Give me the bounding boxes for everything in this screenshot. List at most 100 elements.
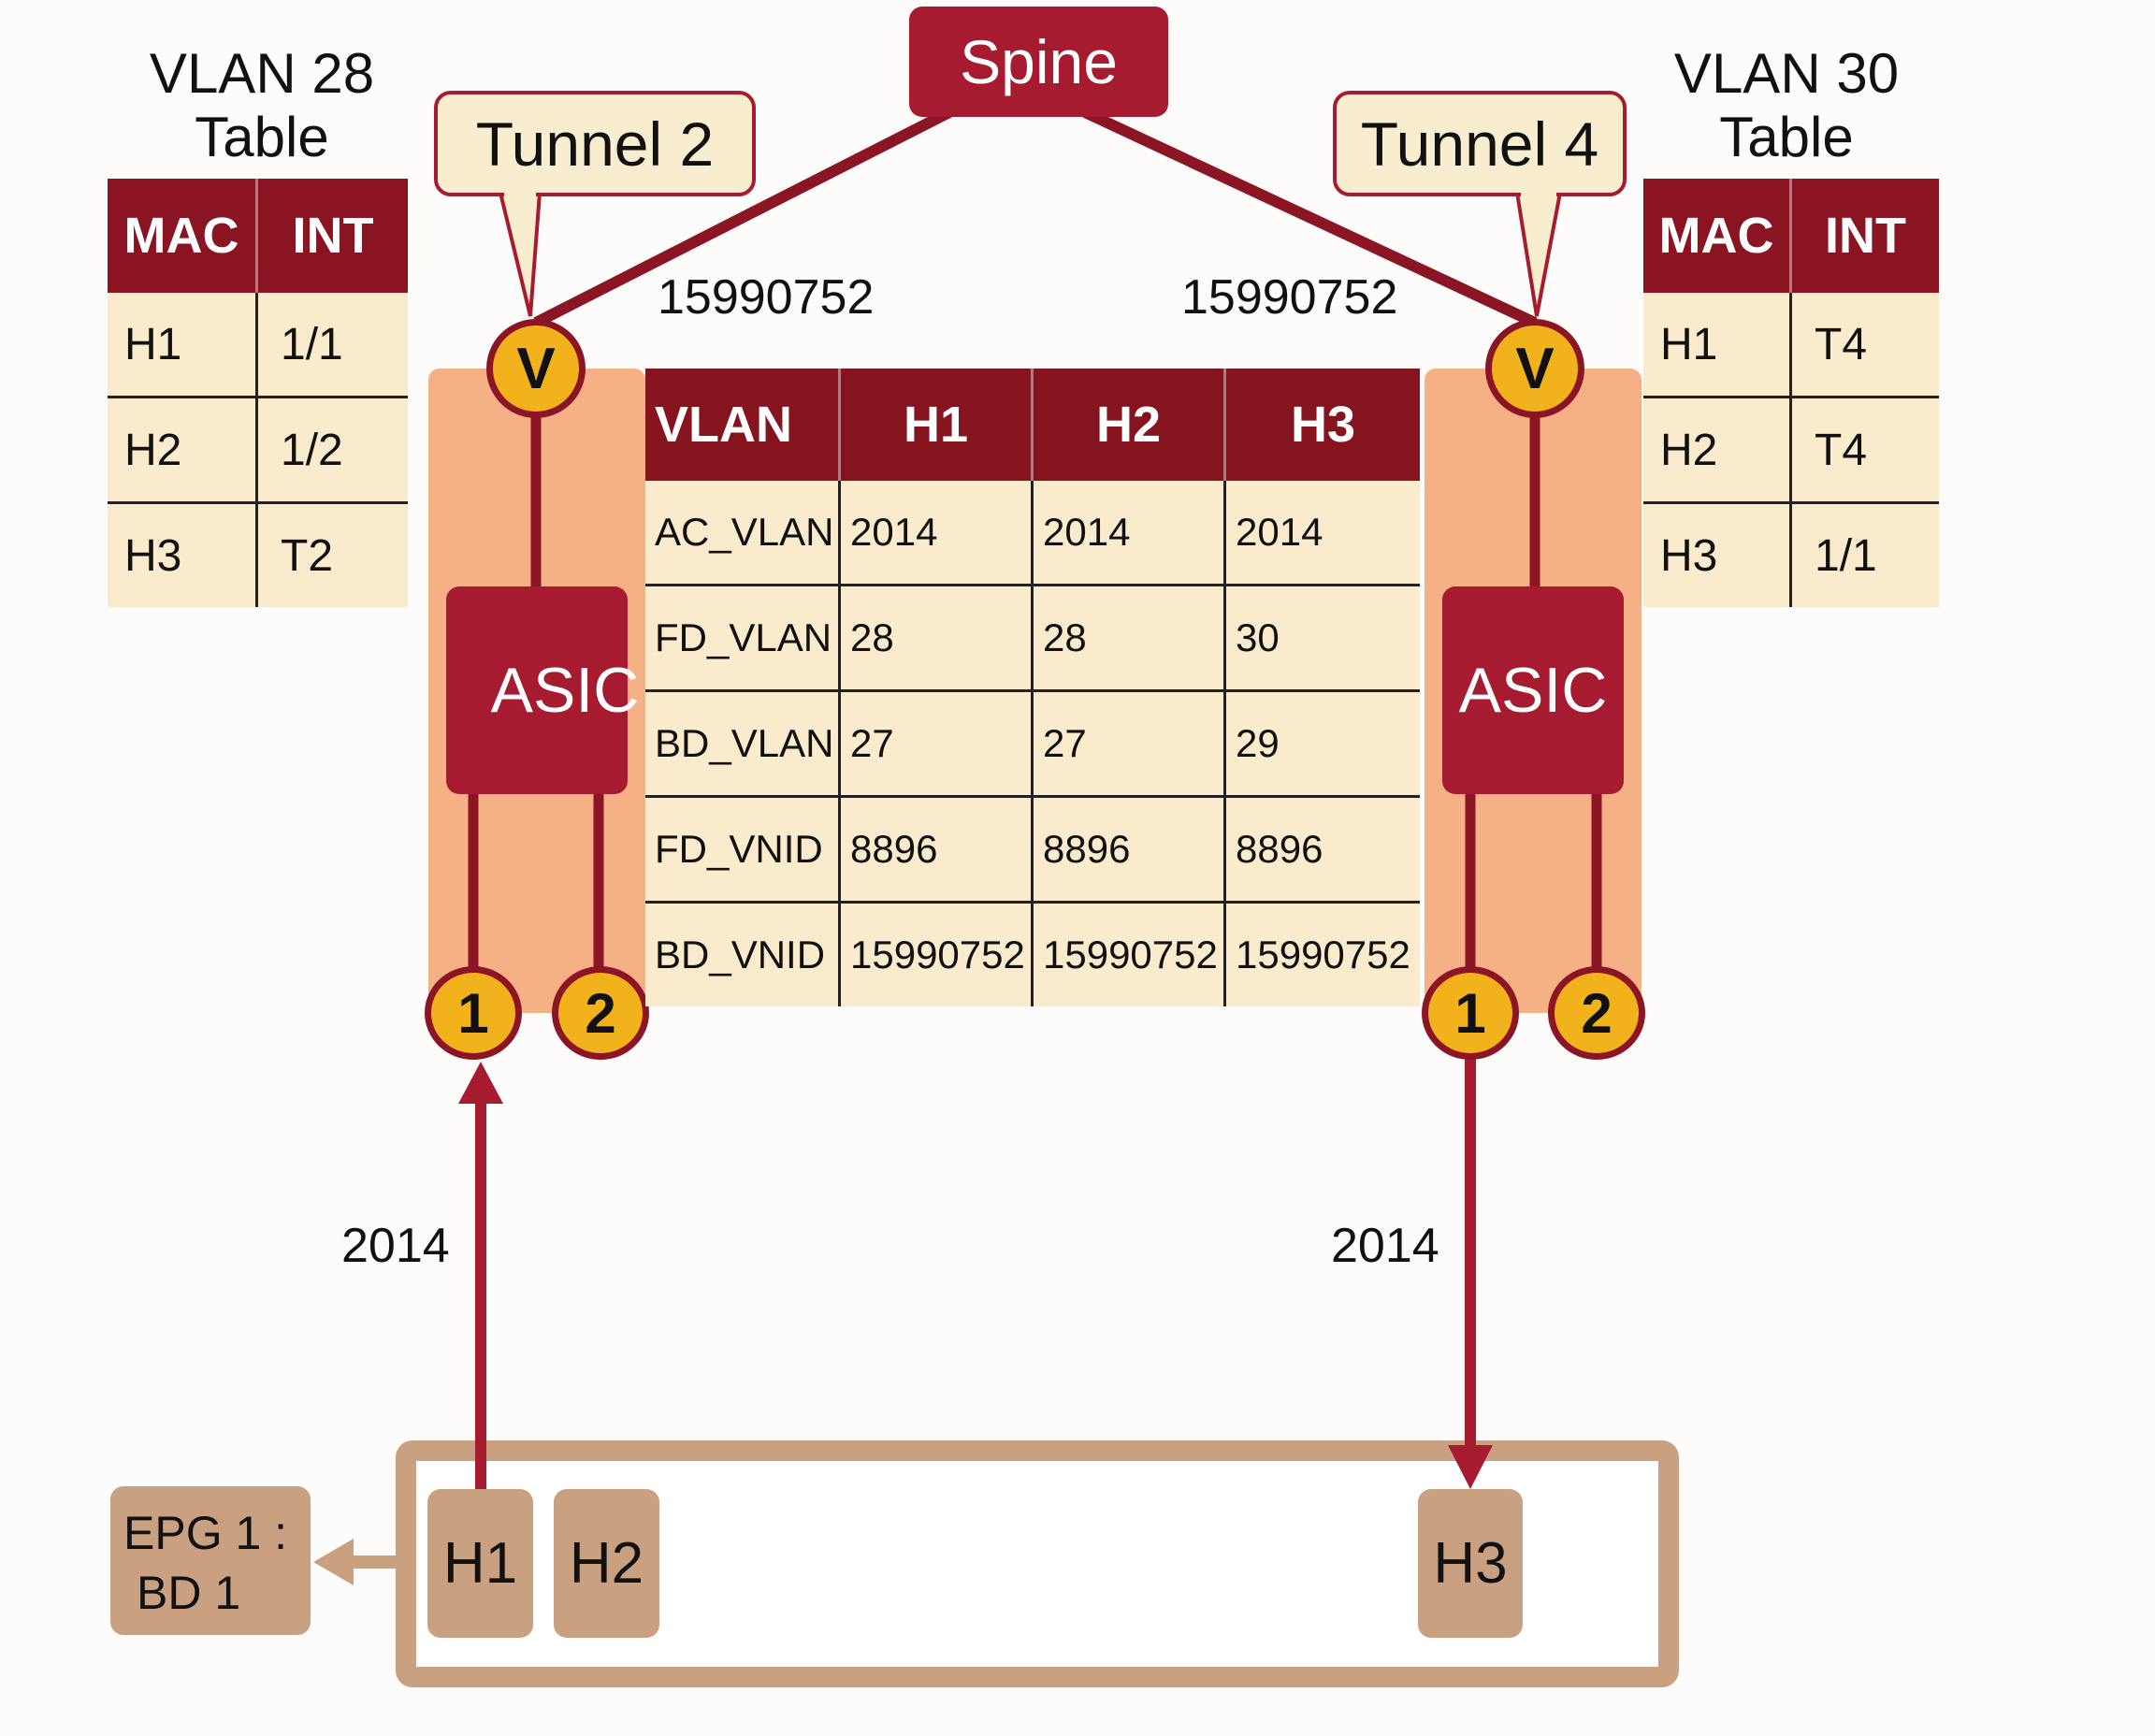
tunnel2-pointer-join (504, 189, 536, 198)
table-row: AC_VLAN 2014 2014 2014 (645, 481, 1420, 586)
header-h2: H2 (1032, 369, 1226, 481)
right-asic: ASIC (1442, 586, 1624, 794)
down-arrowhead-front (1448, 1445, 1493, 1489)
cell-mac: H3 (108, 501, 258, 607)
table-row: H2 T4 (1643, 396, 1939, 503)
table-row: H3 1/1 (1643, 501, 1939, 607)
vlan28-table-title: VLAN 28 Table (108, 42, 416, 169)
h3-arrow-stub (1465, 1440, 1476, 1448)
cell-h2: 27 (1032, 689, 1226, 797)
header-int: INT (1790, 179, 1939, 293)
cell-h1: 2014 (839, 481, 1034, 586)
left-port2-icon: 2 (552, 966, 649, 1060)
cell-h1: 15990752 (839, 901, 1034, 1006)
right-bd-vnid-label: 15990752 (1181, 270, 1398, 325)
vlan30-title-line1: VLAN 30 (1673, 42, 1900, 105)
header-mac: MAC (1643, 179, 1792, 293)
tunnel4-callout: Tunnel 4 (1333, 91, 1627, 196)
host-h2[interactable]: H2 (554, 1489, 659, 1638)
spine-to-right-vtep-link (1082, 107, 1538, 328)
right-port1-icon: 1 (1422, 966, 1519, 1060)
host-h3[interactable]: H3 (1418, 1489, 1523, 1638)
cell-int: T2 (256, 501, 408, 607)
right-port1-label: 1 (1454, 981, 1486, 1045)
left-vtep-icon: V (486, 319, 586, 418)
host-h1[interactable]: H1 (427, 1489, 533, 1638)
cell-mac: H2 (1643, 396, 1792, 503)
cell-int: 1/1 (1790, 501, 1939, 607)
tunnel2-callout: Tunnel 2 (434, 91, 756, 196)
table-row: BD_VNID 15990752 15990752 15990752 (645, 901, 1420, 1006)
table-header-row: MAC INT (108, 179, 408, 293)
vlan28-mac-table: MAC INT H1 1/1 H2 1/2 H3 T2 (108, 179, 408, 607)
row-label: FD_VLAN (645, 584, 841, 691)
left-vtep-label: V (516, 336, 556, 401)
left-arrowhead (313, 1539, 354, 1585)
table-row: BD_VLAN 27 27 29 (645, 689, 1420, 797)
row-label: FD_VNID (645, 795, 841, 903)
cell-h1: 27 (839, 689, 1034, 797)
cell-mac: H2 (108, 396, 258, 503)
right-port2-icon: 2 (1548, 966, 1645, 1060)
left-asic-label: ASIC (490, 655, 640, 726)
left-port2-label: 2 (585, 981, 616, 1045)
row-label: BD_VLAN (645, 689, 841, 797)
vlan30-table-title: VLAN 30 Table (1632, 42, 1941, 169)
cell-h2: 28 (1032, 584, 1226, 691)
cell-mac: H1 (1643, 293, 1792, 398)
left-access-vlan-label: 2014 (341, 1219, 450, 1273)
cell-h2: 15990752 (1032, 901, 1226, 1006)
h1-arrow-stub (475, 1440, 486, 1489)
vlan30-title-line2: Table (1719, 106, 1854, 168)
epg-bd-box[interactable]: EPG 1 : BD 1 (110, 1486, 311, 1635)
tunnel4-label: Tunnel 4 (1360, 108, 1599, 179)
host-h1-label: H1 (442, 1531, 518, 1596)
epg-label: EPG 1 : (123, 1507, 288, 1559)
row-label: BD_VNID (645, 901, 841, 1006)
cell-h3: 15990752 (1224, 901, 1420, 1006)
left-bd-vnid-label: 15990752 (658, 270, 875, 325)
cell-int: T4 (1790, 396, 1939, 503)
table-row: FD_VLAN 28 28 30 (645, 584, 1420, 691)
cell-mac: H1 (108, 293, 258, 398)
header-mac: MAC (108, 179, 258, 293)
right-access-vlan-label: 2014 (1331, 1219, 1439, 1273)
spine-switch: Spine (909, 7, 1168, 117)
table-header-row: MAC INT (1643, 179, 1939, 293)
row-label: AC_VLAN (645, 481, 841, 586)
cell-h2: 8896 (1032, 795, 1226, 903)
bd-label: BD 1 (137, 1567, 241, 1619)
left-port1-label: 1 (457, 981, 489, 1045)
vlan28-title-line1: VLAN 28 (149, 42, 375, 105)
cell-h1: 8896 (839, 795, 1034, 903)
left-port1-icon: 1 (425, 966, 522, 1060)
cell-h3: 8896 (1224, 795, 1420, 903)
cell-h3: 30 (1224, 584, 1420, 691)
table-row: H2 1/2 (108, 396, 408, 503)
table-row: FD_VNID 8896 8896 8896 (645, 795, 1420, 903)
right-asic-label: ASIC (1458, 655, 1608, 726)
right-vtep-label: V (1515, 336, 1555, 401)
cell-h3: 2014 (1236, 510, 1323, 554)
header-h1: H1 (839, 369, 1034, 481)
cell-mac: H3 (1643, 501, 1792, 607)
tunnel2-label: Tunnel 2 (475, 108, 715, 179)
right-port2-label: 2 (1581, 981, 1613, 1045)
table-row: H1 1/1 (108, 293, 408, 398)
cell-h3: 29 (1224, 689, 1420, 797)
table-row: H3 T2 (108, 501, 408, 607)
tunnel4-pointer-join (1521, 189, 1556, 198)
header-int: INT (256, 179, 408, 293)
table-header-row: VLAN H1 H2 H3 (645, 369, 1420, 481)
vlan30-mac-table: MAC INT H1 T4 H2 T4 H3 1/1 (1643, 179, 1939, 607)
table-row: H1 T4 (1643, 293, 1939, 398)
vlan-mapping-table: VLAN H1 H2 H3 AC_VLAN 2014 2014 2014 FD_… (645, 369, 1420, 1006)
spine-to-left-vtep-link (533, 107, 952, 328)
cell-int: 1/1 (281, 319, 343, 369)
cell-int: T4 (1815, 319, 1868, 369)
spine-label: Spine (960, 27, 1118, 96)
header-h3: H3 (1224, 369, 1420, 481)
left-asic: ASIC (446, 586, 639, 794)
host-h2-label: H2 (569, 1531, 644, 1596)
